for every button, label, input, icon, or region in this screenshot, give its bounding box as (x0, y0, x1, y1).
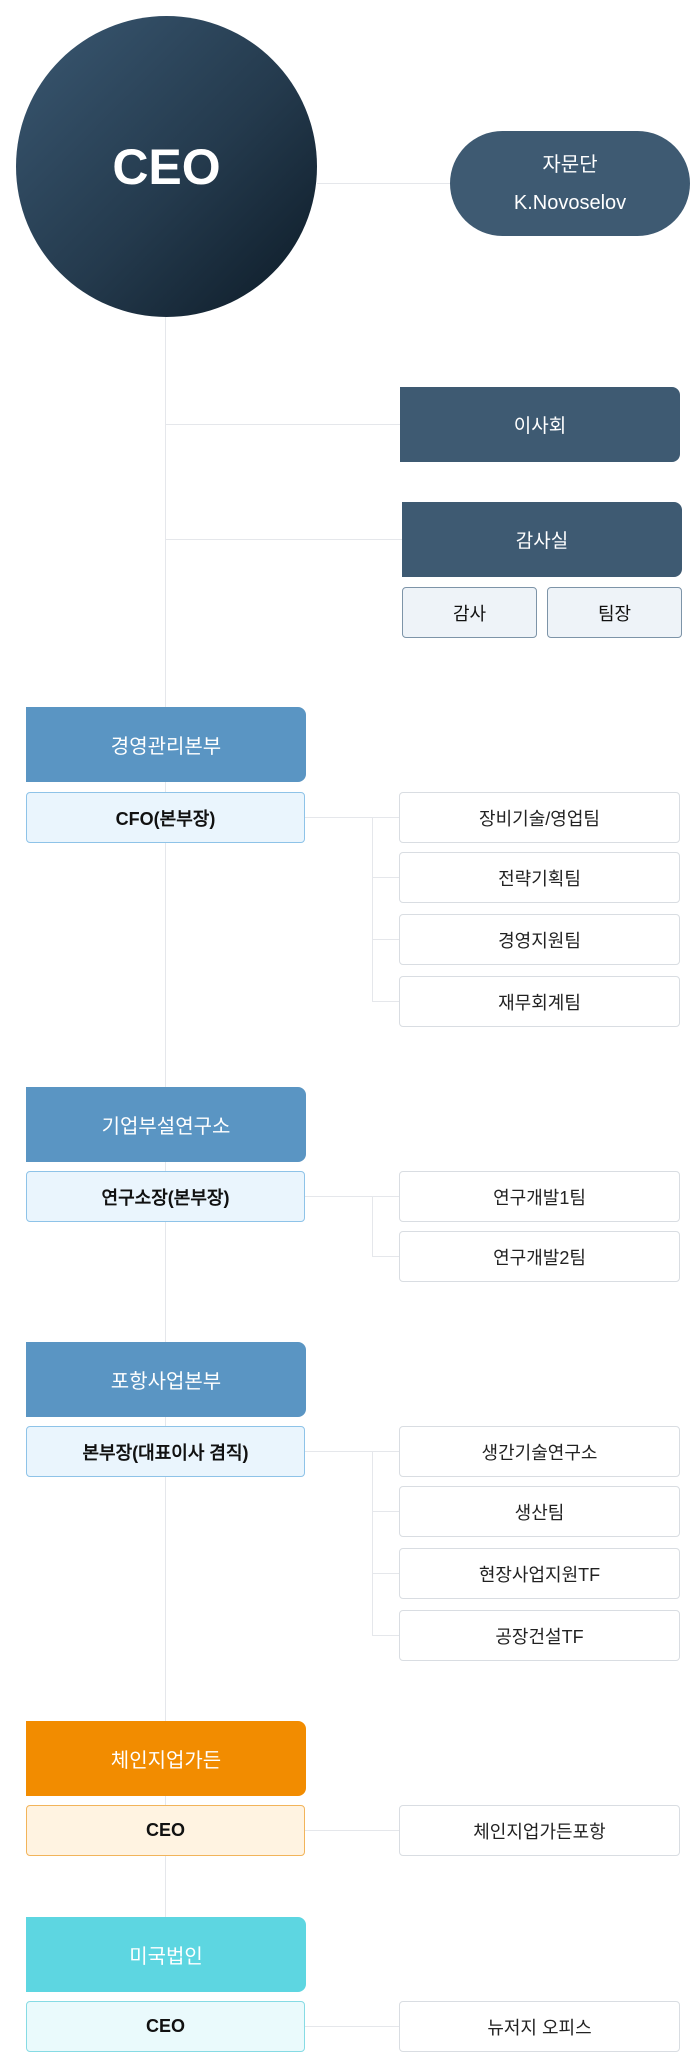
team-label: 생산팀 (514, 1502, 565, 1523)
division-header: 포항사업본부 (26, 1342, 306, 1417)
division-head-label: 연구소장(본부장) (101, 1187, 230, 1208)
division-header: 체인지업가든 (26, 1721, 306, 1796)
division-name: 기업부설연구소 (101, 1116, 231, 1138)
team-label: 공장건설TF (495, 1626, 584, 1647)
team-box: 전략기획팀 (399, 852, 680, 903)
division-name: 경영관리본부 (110, 736, 222, 758)
audit-label: 감사실 (515, 531, 569, 552)
team-label: 장비기술/영업팀 (479, 808, 600, 829)
audit-member-team-lead: 팀장 (547, 587, 682, 638)
board-node: 이사회 (400, 387, 680, 462)
team-box: 뉴저지 오피스 (399, 2001, 680, 2052)
team-label: 생간기술연구소 (481, 1442, 598, 1463)
division-head-label: CEO (145, 1820, 185, 1840)
division-header: 기업부설연구소 (26, 1087, 306, 1162)
audit-member-auditor: 감사 (402, 587, 537, 638)
advisory-title: 자문단 (542, 153, 598, 176)
audit-connector (165, 539, 402, 540)
division-header: 미국법인 (26, 1917, 306, 1992)
div1-branch (372, 1001, 399, 1002)
div2-connector (305, 1196, 399, 1197)
advisory-node: 자문단 K.Novoselov (450, 131, 690, 236)
team-label: 현장사업지원TF (478, 1564, 601, 1585)
team-label: 연구개발2팀 (493, 1247, 586, 1268)
div5-connector (305, 2026, 399, 2027)
team-label: 재무회계팀 (498, 992, 581, 1013)
team-label: 뉴저지 오피스 (487, 2017, 592, 2038)
ceo-node: CEO (16, 16, 317, 317)
team-box: 연구개발1팀 (399, 1171, 680, 1222)
division-head-label: 본부장(대표이사 겸직) (82, 1442, 249, 1463)
division-head-box: 본부장(대표이사 겸직) (26, 1426, 305, 1477)
team-box: 연구개발2팀 (399, 1231, 680, 1282)
division-head-box: CFO(본부장) (26, 792, 305, 843)
div4-connector (305, 1830, 399, 1831)
team-box: 현장사업지원TF (399, 1548, 680, 1599)
division-head-label: CFO(본부장) (115, 808, 216, 829)
division-head-box: CEO (26, 2001, 305, 2052)
div2-team-spine (372, 1196, 373, 1256)
division-header: 경영관리본부 (26, 707, 306, 782)
div1-connector (305, 817, 399, 818)
division-head-box: 연구소장(본부장) (26, 1171, 305, 1222)
div3-branch (372, 1635, 399, 1636)
team-box: 공장건설TF (399, 1610, 680, 1661)
ceo-label: CEO (112, 138, 221, 195)
audit-member-label: 팀장 (597, 603, 632, 624)
team-box: 생산팀 (399, 1486, 680, 1537)
team-box: 경영지원팀 (399, 914, 680, 965)
division-name: 포항사업본부 (110, 1371, 222, 1393)
audit-member-label: 감사 (452, 603, 487, 624)
div2-branch (372, 1256, 399, 1257)
div1-team-spine (372, 817, 373, 1001)
team-box: 장비기술/영업팀 (399, 792, 680, 843)
team-label: 경영지원팀 (498, 930, 581, 951)
advisory-connector (317, 183, 450, 184)
team-label: 체인지업가든포항 (473, 1821, 606, 1842)
advisory-name: K.Novoselov (513, 191, 627, 214)
team-box: 재무회계팀 (399, 976, 680, 1027)
division-name: 미국법인 (129, 1946, 203, 1968)
team-box: 체인지업가든포항 (399, 1805, 680, 1856)
div3-team-spine (372, 1451, 373, 1635)
div1-branch (372, 939, 399, 940)
board-label: 이사회 (513, 416, 567, 437)
audit-node: 감사실 (402, 502, 682, 577)
division-head-label: CEO (145, 2016, 185, 2036)
division-name: 체인지업가든 (110, 1750, 222, 1772)
division-head-box: CEO (26, 1805, 305, 1856)
div3-branch (372, 1511, 399, 1512)
div1-branch (372, 877, 399, 878)
team-label: 연구개발1팀 (493, 1187, 586, 1208)
div3-branch (372, 1573, 399, 1574)
team-label: 전략기획팀 (498, 868, 581, 889)
team-box: 생간기술연구소 (399, 1426, 680, 1477)
div3-connector (305, 1451, 399, 1452)
board-connector (165, 424, 400, 425)
